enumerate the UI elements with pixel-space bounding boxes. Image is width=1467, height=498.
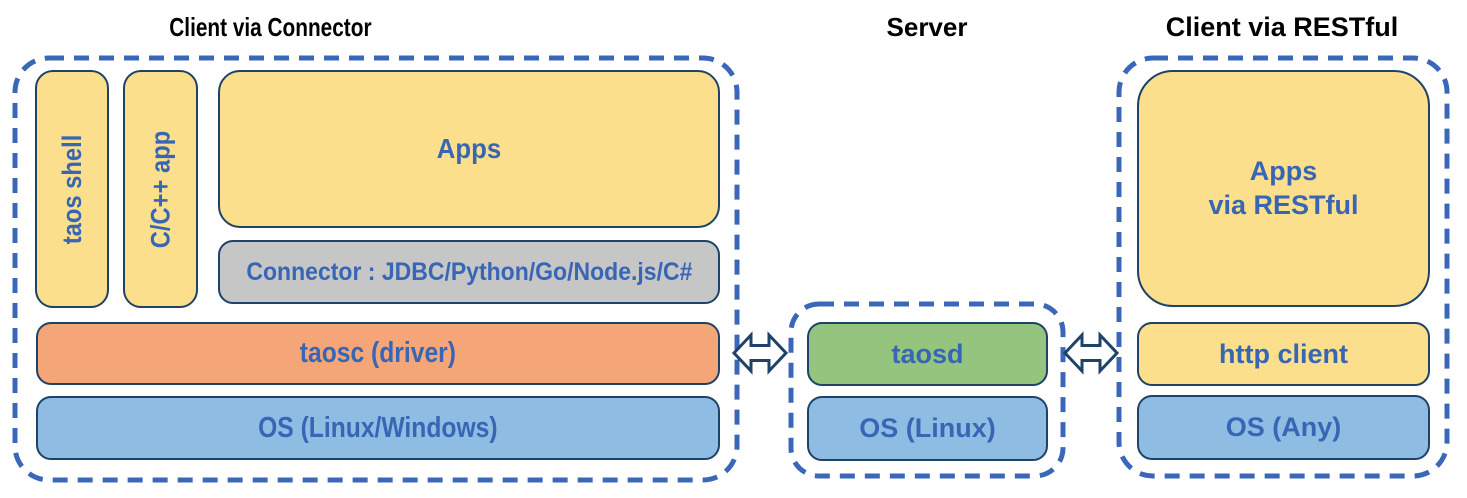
os-any-label: OS (Any) <box>1225 412 1342 442</box>
taosc-driver-box: taosc (driver) <box>36 322 720 385</box>
bidirectional-arrow-icon <box>1063 331 1119 375</box>
taos-shell-label: taos shell <box>56 134 87 244</box>
apps-via-restful-label: Apps via RESTful <box>1208 155 1359 220</box>
server-os-linux-label: OS (Linux) <box>859 413 996 443</box>
client-connector-group-border <box>12 55 740 483</box>
os-linux-windows-box: OS (Linux/Windows) <box>36 396 720 460</box>
http-client-label: http client <box>1219 338 1348 369</box>
apps-box: Apps <box>218 70 720 228</box>
server-group-border <box>788 301 1066 479</box>
client-restful-group-border <box>1116 55 1450 479</box>
http-client-box: http client <box>1137 322 1430 386</box>
taosd-box: taosd <box>807 322 1048 386</box>
connector-label: Connector : JDBC/Python/Go/Node.js/C# <box>246 257 692 286</box>
apps-label: Apps <box>436 133 502 164</box>
section-title-client-via-connector: Client via Connector <box>168 12 372 42</box>
bidirectional-arrow-icon <box>732 331 788 375</box>
os-linux-windows-label: OS (Linux/Windows) <box>258 411 498 444</box>
section-title-server: Server <box>886 12 968 42</box>
cpp-app-box: C/C++ app <box>123 70 198 308</box>
connector-box: Connector : JDBC/Python/Go/Node.js/C# <box>218 240 720 304</box>
taosc-driver-label: taosc (driver) <box>299 337 457 369</box>
section-title-client-via-restful: Client via RESTful <box>1165 12 1399 42</box>
cpp-app-label: C/C++ app <box>145 130 176 248</box>
apps-via-restful-box: Apps via RESTful <box>1137 70 1430 307</box>
server-os-linux-box: OS (Linux) <box>807 396 1048 461</box>
taos-shell-box: taos shell <box>35 70 109 308</box>
taosd-label: taosd <box>891 338 964 369</box>
os-any-box: OS (Any) <box>1137 395 1430 460</box>
